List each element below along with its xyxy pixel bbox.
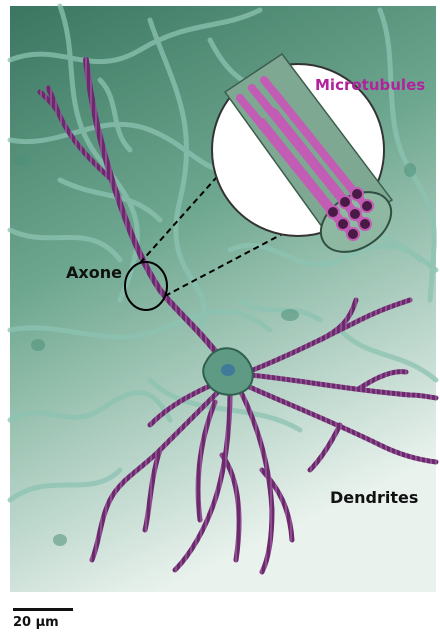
dendrites-label: Dendrites — [330, 488, 418, 507]
scale-bar-line — [13, 608, 73, 611]
scale-bar-label: 20 µm — [13, 615, 73, 630]
microtubules-label: Microtubules — [315, 76, 425, 94]
scale-bar: 20 µm — [13, 608, 73, 630]
axon-label: Axone — [66, 263, 122, 282]
